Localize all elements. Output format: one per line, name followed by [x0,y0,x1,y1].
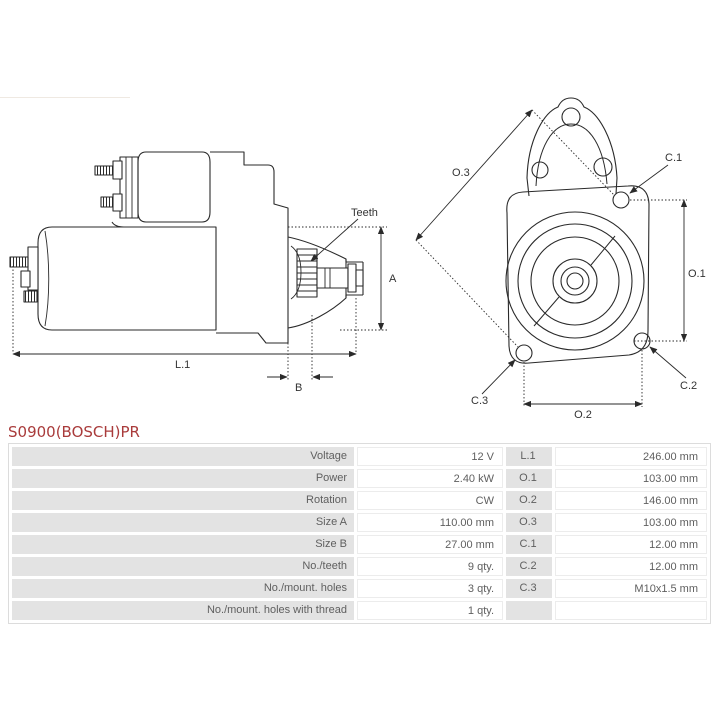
spec-dim-label: C.3 [506,579,552,598]
spec-dim-value: 103.00 mm [555,513,707,532]
top-bracket-inner-arc [535,123,608,187]
dim-label-o2: O.2 [574,409,592,421]
spec-value: 12 V [357,447,503,466]
front-view-drawing [505,97,651,364]
shaft-tip [355,269,364,287]
watermark-artifact-line [0,97,130,98]
hub-circle-mid [560,266,590,296]
spec-label: No./mount. holes [12,579,354,598]
spec-dim-label: C.1 [506,535,552,554]
spec-dim-value: 103.00 mm [555,469,707,488]
dim-label-c2: C.2 [680,380,697,392]
solenoid-stud-lower-thread [100,196,114,208]
terminal-stud-thread [9,256,29,268]
spec-value: 9 qty. [357,557,503,576]
dim-label-a: A [389,273,397,285]
spec-dim-value [555,601,707,620]
spec-label: Voltage [12,447,354,466]
terminal-plate [27,246,39,291]
spec-table: Voltage 12 V L.1 246.00 mm Power 2.40 kW… [8,443,711,624]
spec-label: No./mount. holes with thread [12,601,354,620]
pinion-gear [296,248,318,298]
motor-body [37,226,217,331]
solenoid-cylinder [137,151,211,223]
pinion-shaft [316,267,349,289]
spec-label: Size A [12,513,354,532]
housing-circle-inner [530,236,620,326]
spec-label: Power [12,469,354,488]
technical-drawing: Teeth A L.1 B [9,97,706,421]
terminal-stud-lower [23,290,38,303]
solenoid-rings [119,156,139,219]
spec-dim-label [506,601,552,620]
housing-circle-mid [517,223,633,339]
spec-value: 2.40 kW [357,469,503,488]
drive-bracket [210,151,289,344]
spec-dim-value: 12.00 mm [555,557,707,576]
spec-value: 3 qty. [357,579,503,598]
shaft-collar [347,263,357,293]
hub-radial-lines [533,235,616,327]
solenoid-ring-lines [125,157,133,218]
spec-label: No./teeth [12,557,354,576]
mount-hole-c1 [612,191,630,209]
part-number-title: S0900(BOSCH)PR [8,423,140,441]
spec-dim-value: 246.00 mm [555,447,707,466]
spec-dim-value: 12.00 mm [555,535,707,554]
side-view-dimensions [12,218,387,381]
spec-label: Size B [12,535,354,554]
solenoid-stud-upper-nut [112,160,123,180]
mount-hole-c3 [515,344,533,362]
spec-dim-label: C.2 [506,557,552,576]
solenoid-support [111,221,125,228]
spec-label: Rotation [12,491,354,510]
dim-label-o1: O.1 [688,268,706,280]
spec-value: 1 qty. [357,601,503,620]
spec-value: 110.00 mm [357,513,503,532]
shaft-grooves [324,268,331,288]
spec-dim-value: M10x1.5 mm [555,579,707,598]
spec-value: 27.00 mm [357,535,503,554]
spec-dim-value: 146.00 mm [555,491,707,510]
spec-value: CW [357,491,503,510]
dim-label-teeth: Teeth [351,207,378,219]
top-mount-hole [561,107,581,127]
solenoid-stud-lower-nut [112,193,123,212]
dim-label-o3: O.3 [452,167,470,179]
spec-dim-label: L.1 [506,447,552,466]
spec-dim-label: O.3 [506,513,552,532]
spec-dim-label: O.1 [506,469,552,488]
housing-circle-outer [505,211,645,351]
solenoid-stud-upper-thread [94,165,114,176]
spec-dim-label: O.2 [506,491,552,510]
hub-circle-center [566,272,584,290]
hub-circle-outer [552,258,598,304]
motor-endcap-seam [44,230,50,327]
top-bracket-outline [526,97,618,179]
right-bracket-hole [593,157,613,177]
dim-label-c3: C.3 [471,395,488,407]
dim-label-b: B [295,382,302,394]
front-view-dimensions [415,109,688,408]
terminal-block [20,270,31,288]
drive-housing-bottom [287,294,363,329]
left-bracket-hole [531,161,549,179]
side-view-drawing [9,151,364,344]
dim-label-c1: C.1 [665,152,682,164]
dim-label-l1: L.1 [175,359,190,371]
